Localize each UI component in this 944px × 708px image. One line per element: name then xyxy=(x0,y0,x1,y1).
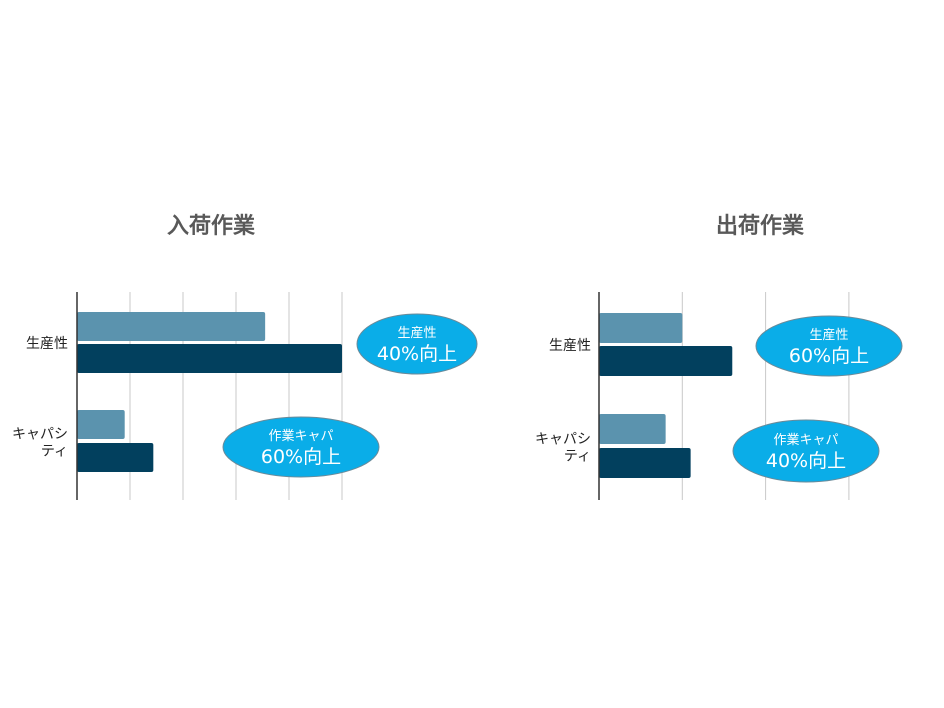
bar-before xyxy=(599,414,666,444)
annotation-value: 60%向上 xyxy=(261,446,341,468)
bar-after xyxy=(77,344,342,373)
annotation-label: 生産性 xyxy=(397,325,436,341)
bar-after xyxy=(599,448,691,478)
category-label: ティ xyxy=(564,449,591,465)
category-label: ティ xyxy=(41,444,68,460)
annotation-bubble xyxy=(732,419,880,483)
annotation-label: 作業キャパ xyxy=(268,428,333,444)
annotation-value: 40%向上 xyxy=(377,343,457,365)
annotation-value: 40%向上 xyxy=(766,450,846,472)
annotation-bubble xyxy=(356,313,478,375)
bar-after xyxy=(599,346,733,376)
chart-title: 入荷作業 xyxy=(167,214,256,239)
bar-before xyxy=(77,312,266,341)
bar-before xyxy=(599,313,683,343)
annotation-label: 生産性 xyxy=(809,327,848,343)
annotation-bubble xyxy=(222,416,380,478)
category-label: 生産性 xyxy=(26,336,68,352)
chart-title: 出荷作業 xyxy=(716,214,805,239)
bar-after xyxy=(77,443,154,472)
category-label: キャパシ xyxy=(12,427,68,443)
bar-before xyxy=(77,410,125,439)
annotation-value: 60%向上 xyxy=(789,345,869,367)
category-label: 生産性 xyxy=(549,338,591,354)
annotation-label: 作業キャパ xyxy=(773,432,838,448)
category-label: キャパシ xyxy=(535,432,591,448)
annotation-bubble xyxy=(755,315,903,377)
